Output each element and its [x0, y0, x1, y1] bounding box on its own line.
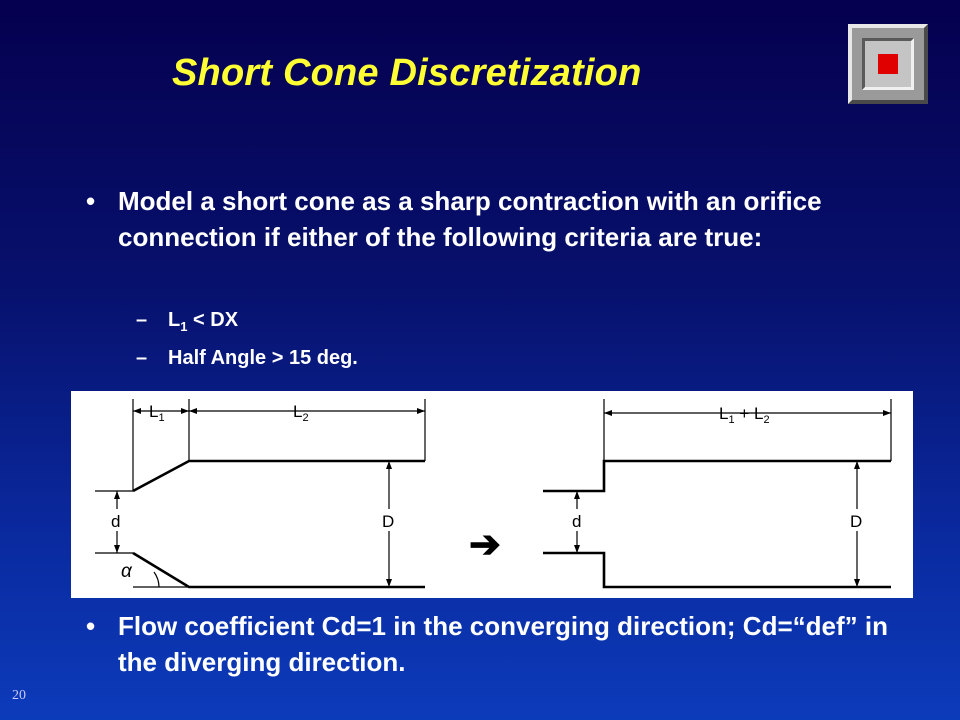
red-square-icon	[878, 54, 898, 74]
l2-arrow-right	[417, 408, 425, 414]
l1-label: L1	[149, 402, 165, 424]
left-upper-wall	[132, 459, 425, 493]
bullet-2-text: Flow coefficient Cd=1 in the converging …	[118, 611, 888, 677]
right-d-arrow-bottom	[574, 545, 580, 553]
l1l2-arrow-right	[883, 410, 891, 416]
cone-diagram-svg: L1 L2 d D α L1 + L2 d D ➔	[95, 399, 892, 589]
right-d-label: d	[572, 512, 581, 531]
page-number: 20	[12, 688, 26, 703]
criterion-1-text: L1 < DX	[168, 309, 238, 334]
D-arrow-bottom	[386, 579, 392, 587]
criterion-2-text: Half Angle > 15 deg.	[168, 347, 358, 369]
criterion-1-prefix: L	[168, 309, 181, 331]
bullet-1-text: Model a short cone as a sharp contractio…	[118, 186, 822, 252]
right-arrow-icon: ➔	[469, 524, 501, 566]
criterion-1-subscript: 1	[180, 319, 188, 334]
l1-plus-l2-label: L1 + L2	[719, 404, 770, 426]
l1l2-arrow-left	[604, 410, 612, 416]
right-D-label: D	[850, 512, 862, 531]
criterion-1-dash: –	[136, 309, 148, 331]
l2-label: L2	[293, 402, 309, 424]
criterion-1-suffix: < DX	[187, 309, 239, 331]
left-lower-wall	[132, 551, 425, 589]
right-D-arrow-bottom	[854, 579, 860, 587]
cone-diagram: L1 L2 d D α L1 + L2 d D ➔	[71, 391, 913, 598]
l2-arrow-left	[189, 408, 197, 414]
right-d-arrow-top	[574, 491, 580, 499]
slide-title: Short Cone Discretization	[172, 52, 642, 94]
l1-arrow-right	[181, 408, 189, 414]
right-D-arrow-top	[854, 461, 860, 469]
criterion-2-dash: –	[136, 347, 148, 369]
d-arrow-bottom	[114, 545, 120, 553]
right-lower-wall	[543, 551, 891, 589]
bullet-2-marker: •	[86, 611, 96, 641]
l1-arrow-left	[133, 408, 141, 414]
square-button-icon[interactable]	[848, 24, 928, 104]
right-upper-wall	[543, 459, 891, 493]
d-label: d	[111, 512, 120, 531]
d-arrow-top	[114, 491, 120, 499]
bullet-1-marker: •	[86, 186, 96, 216]
alpha-arc	[153, 571, 160, 588]
alpha-label: α	[121, 561, 133, 582]
square-button-inner	[862, 38, 914, 90]
D-arrow-top	[386, 461, 392, 469]
D-label: D	[382, 512, 394, 531]
